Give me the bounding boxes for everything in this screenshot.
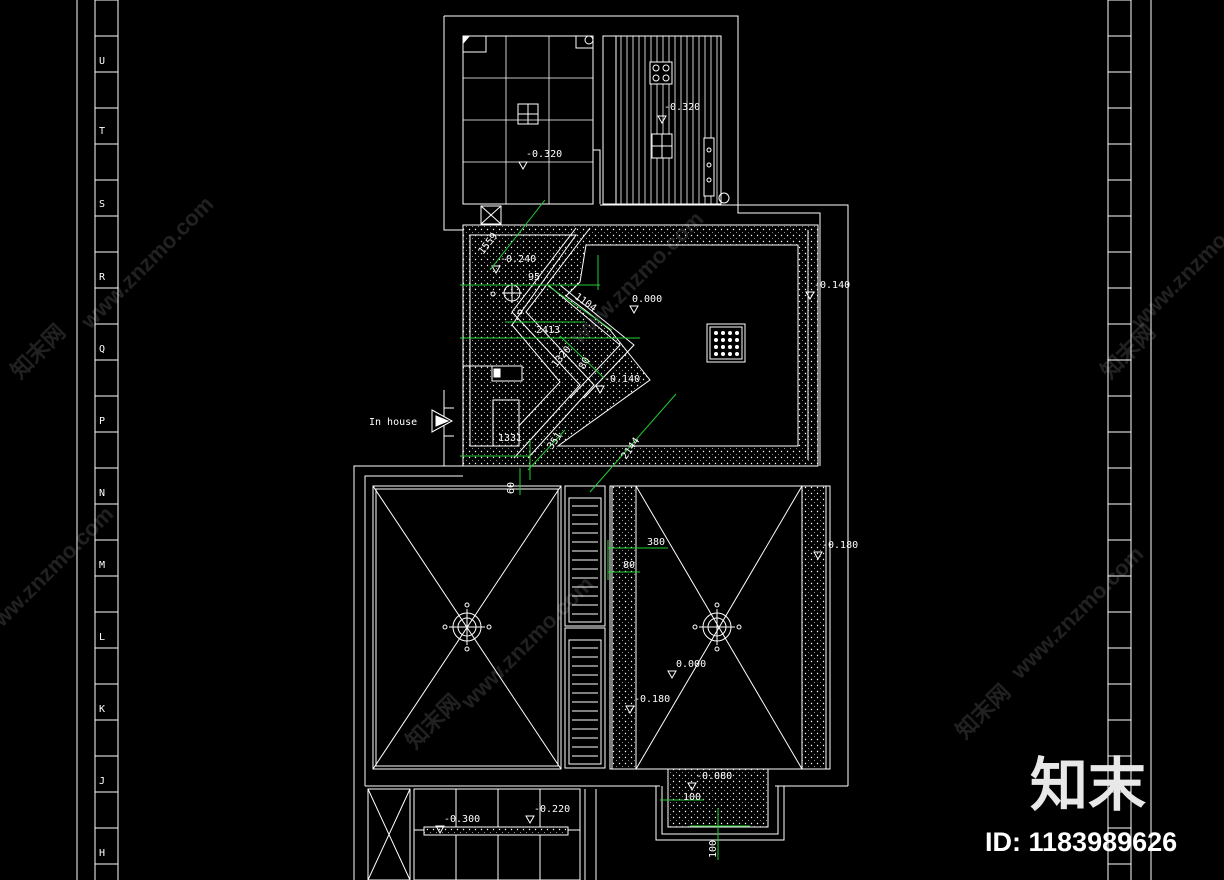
dim-95: 95 xyxy=(528,272,540,283)
dim-1331: 1331 xyxy=(498,433,522,444)
drain-hole xyxy=(728,331,732,335)
level-living-right: -0.140 xyxy=(814,280,850,291)
dim-100a: 100 xyxy=(683,792,701,803)
watermark-cn-2: 知末网 xyxy=(401,689,465,753)
bathroom xyxy=(443,15,739,231)
entry-label: In house xyxy=(369,417,417,428)
entry-marker xyxy=(431,390,463,467)
grid-label-j: J xyxy=(99,776,105,787)
dim-80b: 80 xyxy=(623,560,635,571)
drain-hole xyxy=(728,352,732,356)
left-grid-rail xyxy=(76,0,119,880)
level-bottom-a: -0.300 xyxy=(444,814,480,825)
brand-logo: 知末 xyxy=(1030,753,1146,818)
level-corridor: -0.240 xyxy=(500,254,536,265)
drain-hole xyxy=(735,338,739,342)
grid-label-n: N xyxy=(99,488,105,499)
drain-hole xyxy=(735,345,739,349)
right-grid-rail xyxy=(1107,0,1152,880)
grid-label-q: Q xyxy=(99,344,105,355)
grid-label-h: H xyxy=(99,848,105,859)
level-room-right: -0.180 xyxy=(822,540,858,551)
corridor-light xyxy=(490,283,523,315)
grid-label-u: U xyxy=(99,56,105,67)
wardrobe-bars xyxy=(572,505,598,757)
living-area xyxy=(462,204,849,786)
right-grid-ticks xyxy=(1108,0,1131,865)
dimension-lines xyxy=(460,199,750,860)
drain-hole xyxy=(735,331,739,335)
dim-80a: 80 xyxy=(577,356,593,372)
image-id: ID: 1183989626 xyxy=(985,827,1177,857)
bottom-rooms xyxy=(367,788,597,880)
dim-60: 60 xyxy=(506,482,517,494)
kitchen xyxy=(602,35,730,205)
level-room-right-c: -0.180 xyxy=(634,694,670,705)
drain-hole xyxy=(735,352,739,356)
drain-hole xyxy=(721,331,725,335)
level-balcony: -0.080 xyxy=(696,771,732,782)
living-floor-drain xyxy=(706,323,746,363)
dim-2413: 2413 xyxy=(536,325,560,336)
level-bottom-b: -0.220 xyxy=(534,804,570,815)
drain-hole xyxy=(721,352,725,356)
drain-holes xyxy=(714,331,739,356)
watermark-3: www.znzmo.com xyxy=(0,501,118,644)
watermark-5: www.znzmo.com xyxy=(1005,541,1148,684)
grid-label-s: S xyxy=(99,199,105,210)
balcony xyxy=(655,768,785,841)
grid-label-m: M xyxy=(99,560,105,571)
level-living: 0.000 xyxy=(632,294,662,305)
grid-label-l: L xyxy=(99,632,105,643)
grid-label-t: T xyxy=(99,126,105,137)
watermark-1: www.znzmo.com xyxy=(75,191,218,334)
lower-structure xyxy=(353,465,848,880)
left-grid-ticks xyxy=(95,0,118,865)
dim-380: 380 xyxy=(647,537,665,548)
grid-label-r: R xyxy=(99,272,106,283)
dim-100b: 100 xyxy=(708,840,719,858)
drain-hole xyxy=(728,345,732,349)
watermark-cn-3: 知末网 xyxy=(951,679,1015,743)
level-room-right-b: 0.000 xyxy=(676,659,706,670)
drain-hole xyxy=(721,345,725,349)
watermark-cn-1: 知末网 xyxy=(6,319,70,383)
grid-labels: U T S R Q P N M L K J H xyxy=(99,56,106,859)
room-left xyxy=(372,485,562,770)
drain-hole xyxy=(728,338,732,342)
wardrobe-strip xyxy=(564,485,606,769)
grid-label-k: K xyxy=(99,704,105,715)
level-diag: -0.140 xyxy=(604,374,640,385)
diagonal-partition xyxy=(463,227,635,459)
room-right xyxy=(609,485,831,770)
level-bath: -0.320 xyxy=(526,149,562,160)
grid-label-p: P xyxy=(99,416,105,427)
drain-hole xyxy=(721,338,725,342)
watermark-6: www.znzmo.com xyxy=(1125,191,1224,334)
drain-hole xyxy=(714,352,718,356)
drain-hole xyxy=(714,338,718,342)
drain-hole xyxy=(714,345,718,349)
level-kitchen: -0.320 xyxy=(664,102,700,113)
drain-hole xyxy=(714,331,718,335)
